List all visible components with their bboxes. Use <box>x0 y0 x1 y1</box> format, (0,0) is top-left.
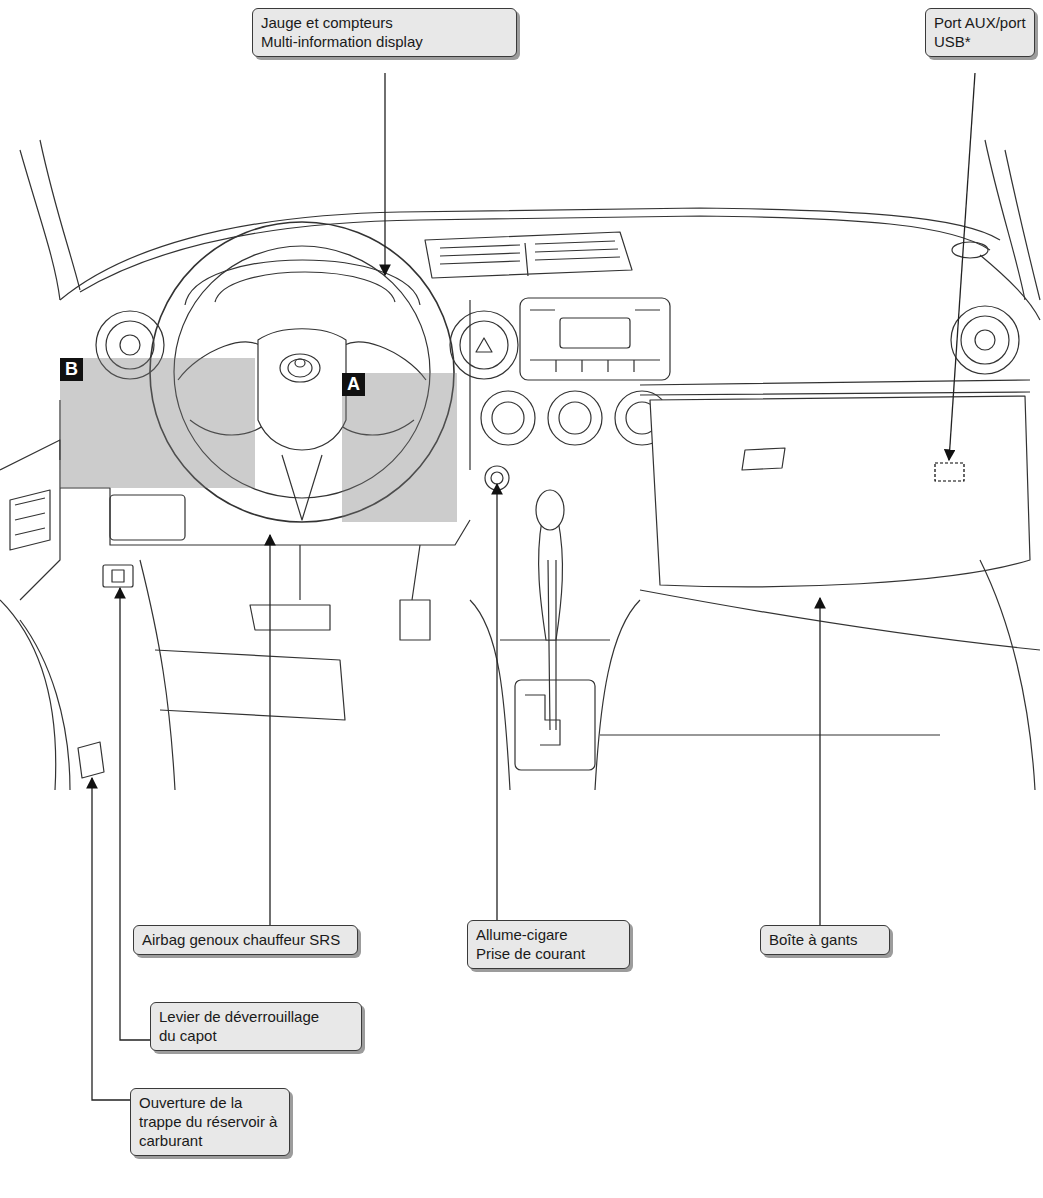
callout-box: Jauge et compteursMulti-information disp… <box>252 8 517 57</box>
region-letter: A <box>342 373 365 396</box>
callout-box: Levier de déverrouillage du capot <box>150 1002 362 1051</box>
region-letter: B <box>60 358 83 381</box>
shaded-region: A <box>342 373 457 522</box>
car-interior <box>0 140 1040 790</box>
callout-text: Levier de déverrouillage du capot <box>159 1007 337 1045</box>
callout-text: Multi-information display <box>261 32 508 51</box>
shaded-region: B <box>60 358 255 488</box>
callout-box: Airbag genoux chauffeur SRS <box>133 925 358 955</box>
callout-text: Boîte à gants <box>769 930 881 949</box>
callout-text: Airbag genoux chauffeur SRS <box>142 930 349 949</box>
callout-box: Boîte à gants <box>760 925 890 955</box>
callout-text: Port AUX/port USB* <box>934 13 1026 51</box>
callout-text: Allume-cigare <box>476 925 621 944</box>
callout-box: Allume-cigarePrise de courant <box>467 920 630 969</box>
callout-box: Port AUX/port USB* <box>925 8 1035 57</box>
callout-text: Ouverture de la trappe du réservoir à ca… <box>139 1093 281 1150</box>
leader-lines <box>92 73 975 1100</box>
callout-text: Prise de courant <box>476 944 621 963</box>
callout-text: Jauge et compteurs <box>261 13 508 32</box>
callout-box: Ouverture de la trappe du réservoir à ca… <box>130 1088 290 1156</box>
